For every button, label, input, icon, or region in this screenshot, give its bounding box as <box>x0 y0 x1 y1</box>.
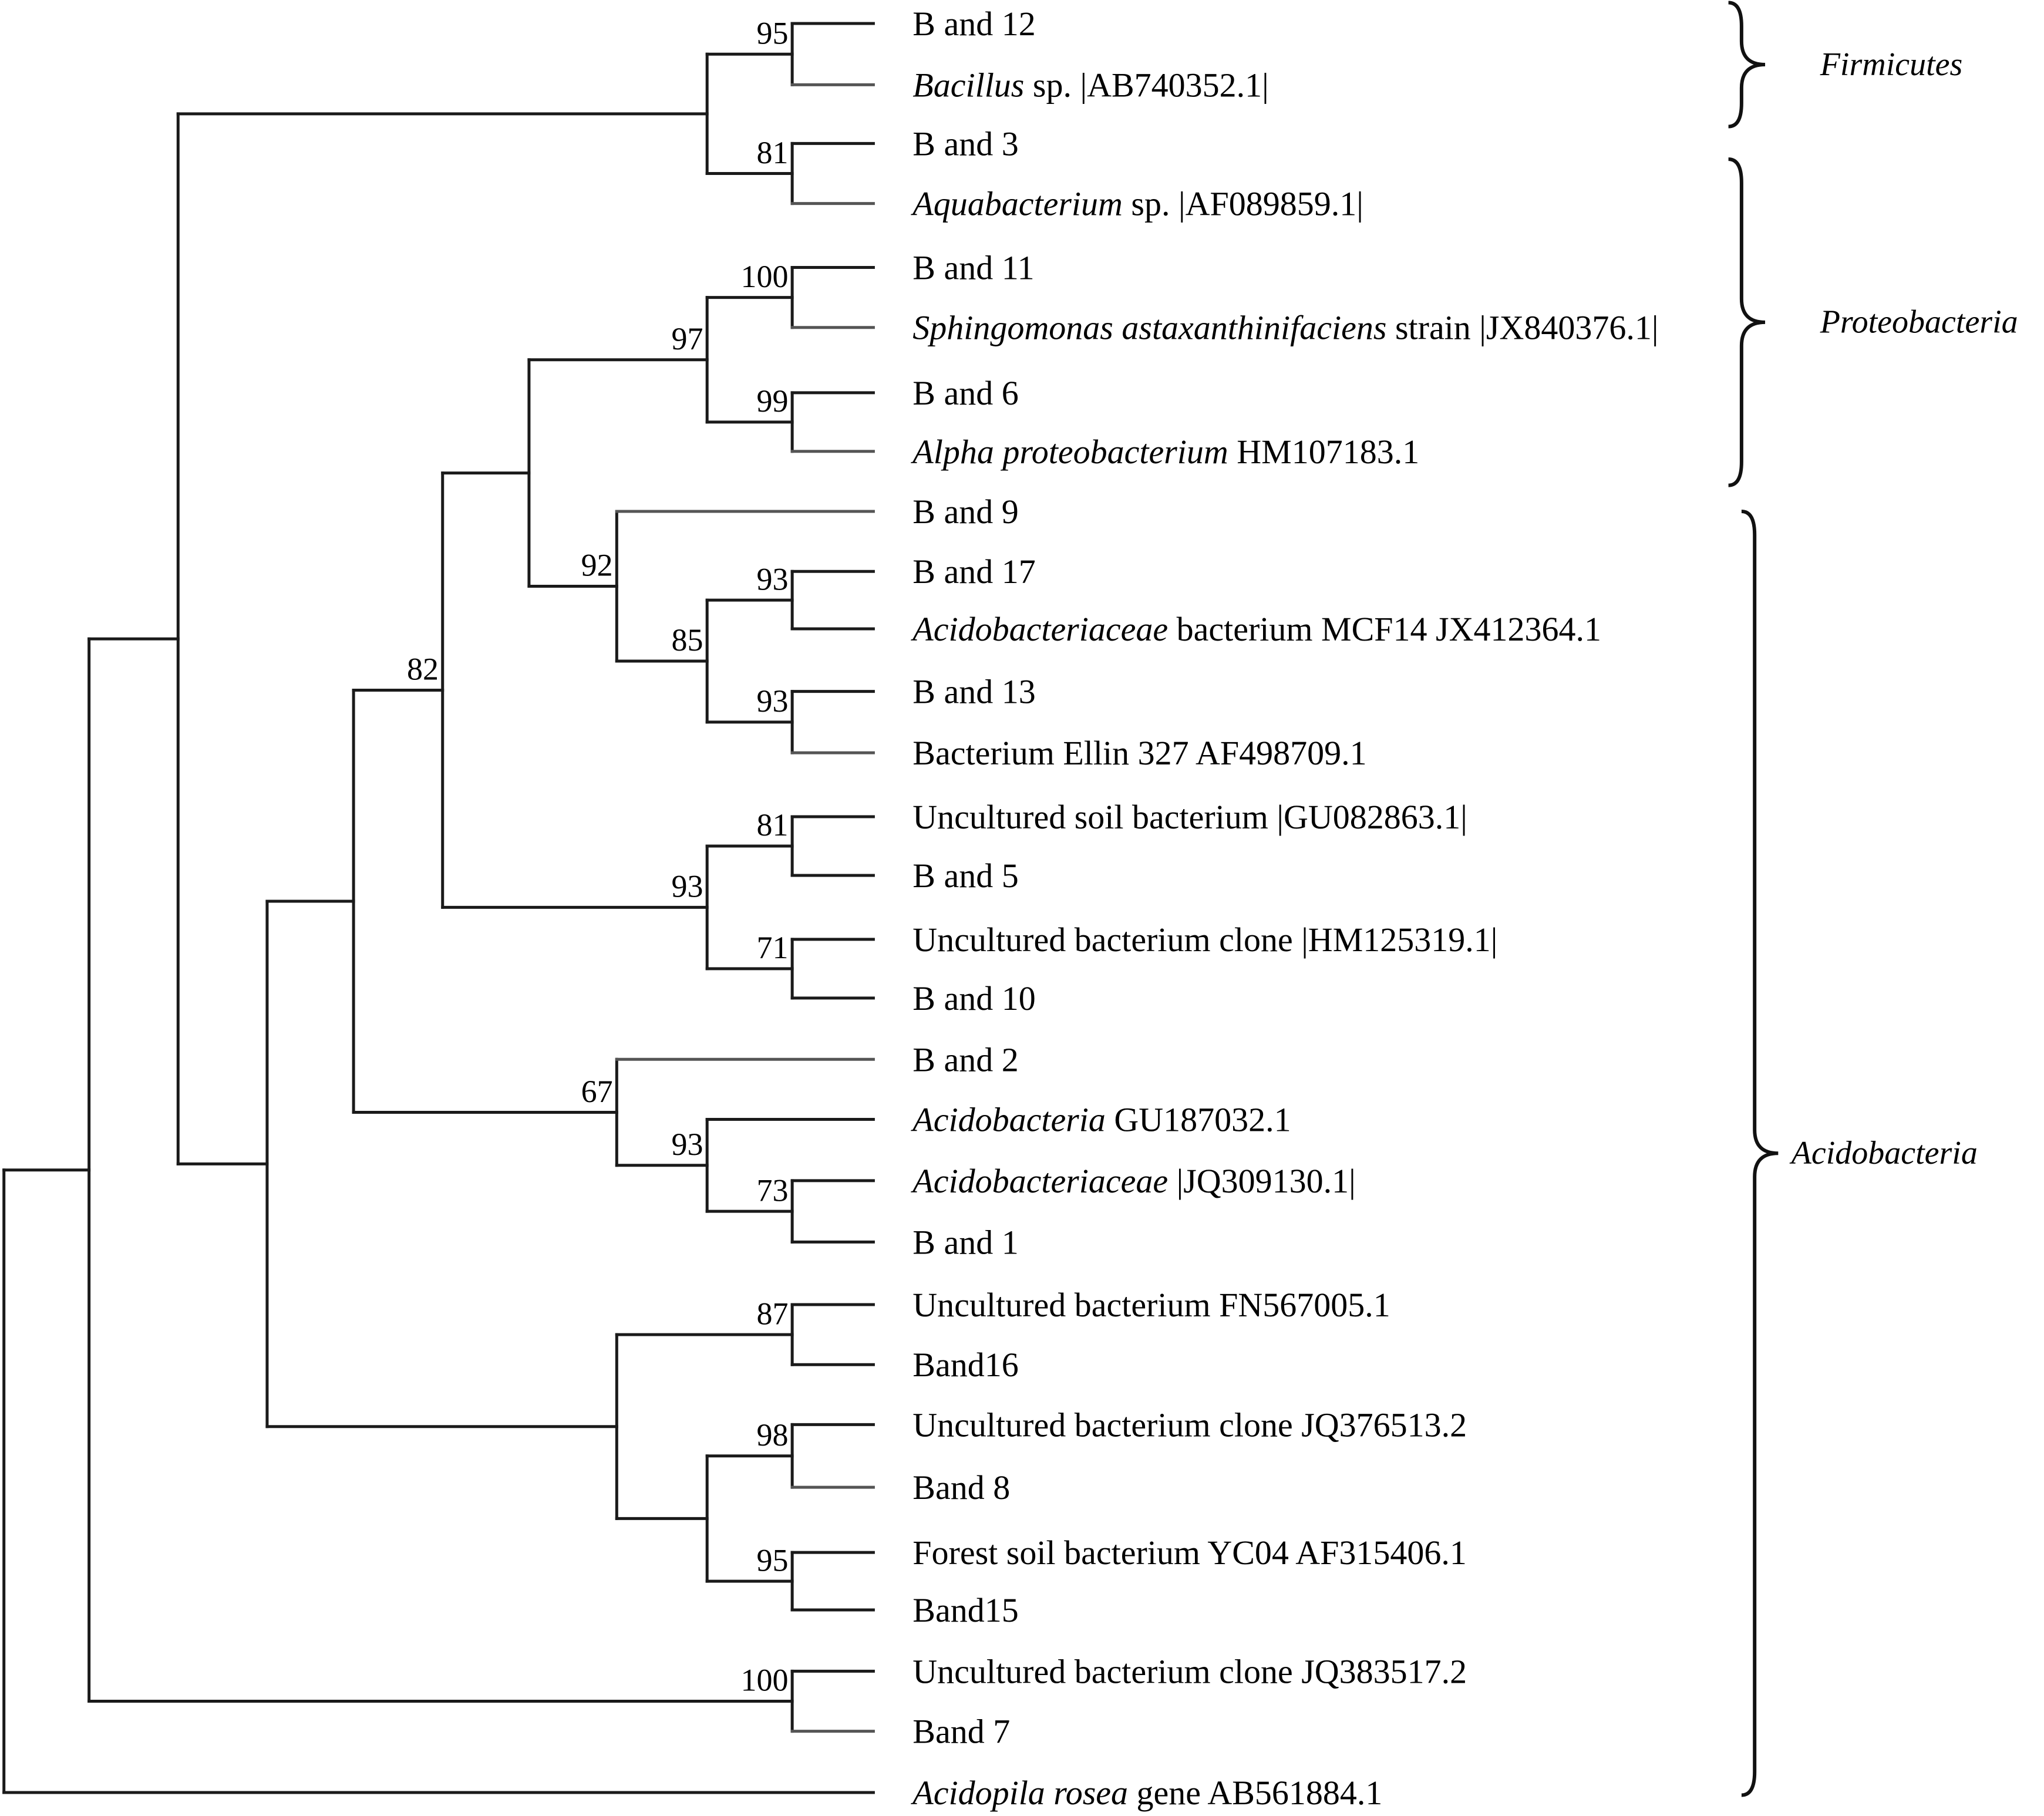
clade-brace <box>1741 510 1779 1797</box>
bootstrap-value: 95 <box>756 15 788 50</box>
label-text: sp. |AF089859.1| <box>1123 185 1363 223</box>
bootstrap-value: 100 <box>740 1663 788 1698</box>
leaf-label: B and 3 <box>912 124 1018 163</box>
leaf-label: Uncultured bacterium FN567005.1 <box>912 1286 1390 1324</box>
leaf-label: B and 1 <box>912 1223 1018 1261</box>
label-text: Uncultured bacterium clone JQ376513.2 <box>912 1406 1467 1444</box>
label-text: Uncultured bacterium clone JQ383517.2 <box>912 1652 1467 1690</box>
bootstrap-value: 71 <box>756 930 788 965</box>
bootstrap-value: 73 <box>756 1173 788 1208</box>
leaf-label: Acidobacteriaceae bacterium MCF14 JX4123… <box>910 610 1601 648</box>
label-text: B and 9 <box>912 493 1018 531</box>
leaf-label: Alpha proteobacterium HM107183.1 <box>910 433 1419 471</box>
leaf-label: B and 13 <box>912 673 1035 711</box>
leaf-label: B and 2 <box>912 1040 1018 1079</box>
bootstrap-value: 100 <box>740 259 788 294</box>
taxon-name-italic: Acidopila rosea <box>910 1774 1128 1812</box>
label-text: strain |JX840376.1| <box>1386 309 1658 347</box>
label-text: Band15 <box>912 1591 1018 1629</box>
leaf-label: Uncultured bacterium clone JQ376513.2 <box>912 1406 1467 1444</box>
leaf-label: B and 12 <box>912 5 1035 43</box>
leaf-label: Bacterium Ellin 327 AF498709.1 <box>912 734 1366 772</box>
label-text: Bacterium Ellin 327 AF498709.1 <box>912 734 1366 772</box>
label-text: Forest soil bacterium YC04 AF315406.1 <box>912 1534 1467 1572</box>
label-text: B and 3 <box>912 124 1018 163</box>
label-text: GU187032.1 <box>1106 1100 1291 1138</box>
label-text: gene AB561884.1 <box>1128 1774 1382 1812</box>
label-text: B and 10 <box>912 979 1035 1018</box>
label-text: Uncultured bacterium clone |HM125319.1| <box>912 921 1497 959</box>
leaf-label: Bacillus sp. |AB740352.1| <box>912 66 1268 104</box>
label-text: B and 6 <box>912 374 1018 412</box>
bootstrap-values: 95 81 100 99 97 93 93 85 92 81 71 93 82 73 93 67 87 98 95 1… <box>407 15 788 1697</box>
bootstrap-value: 81 <box>756 807 788 843</box>
taxon-name-italic: Bacillus <box>912 66 1024 104</box>
leaf-label: Band16 <box>912 1346 1018 1384</box>
label-text: B and 11 <box>912 249 1034 287</box>
leaf-label: B and 5 <box>912 857 1018 895</box>
label-text: Band 8 <box>912 1468 1010 1507</box>
taxon-name-italic: Acidobacteriaceae <box>910 1162 1168 1200</box>
clade-label: Acidobacteria <box>1789 1135 1978 1171</box>
label-text: Band 7 <box>912 1713 1010 1751</box>
leaf-label: B and 9 <box>912 493 1018 531</box>
taxon-name-italic: Acidobacteria <box>910 1100 1106 1138</box>
taxon-name-italic: Aquabacterium <box>910 185 1123 223</box>
taxon-name-italic: Acidobacteriaceae <box>910 610 1168 648</box>
taxon-name-italic: Alpha proteobacterium <box>910 433 1228 471</box>
leaf-label: Acidobacteria GU187032.1 <box>910 1100 1291 1138</box>
label-text: sp. |AB740352.1| <box>1024 66 1268 104</box>
leaf-label: Band 8 <box>912 1468 1010 1507</box>
label-text: B and 2 <box>912 1040 1018 1079</box>
leaf-label: Acidopila rosea gene AB561884.1 <box>910 1774 1382 1812</box>
label-text: B and 13 <box>912 673 1035 711</box>
leaf-label: Uncultured bacterium clone |HM125319.1| <box>912 921 1497 959</box>
bootstrap-value: 98 <box>756 1417 788 1453</box>
label-text: Uncultured soil bacterium |GU082863.1| <box>912 798 1467 836</box>
label-text: B and 12 <box>912 5 1035 43</box>
bootstrap-value: 82 <box>407 652 439 687</box>
label-text: bacterium MCF14 JX412364.1 <box>1168 610 1601 648</box>
label-text: Uncultured bacterium FN567005.1 <box>912 1286 1390 1324</box>
leaf-label: Forest soil bacterium YC04 AF315406.1 <box>912 1534 1467 1572</box>
leaf-label: Band 7 <box>912 1713 1010 1751</box>
leaf-label: Band15 <box>912 1591 1018 1629</box>
bootstrap-value: 95 <box>756 1542 788 1578</box>
clade-label: Proteobacteria <box>1820 304 2018 341</box>
bootstrap-value: 97 <box>672 321 703 356</box>
leaf-label: B and 6 <box>912 374 1018 412</box>
leaf-label: B and 11 <box>912 249 1034 287</box>
label-text: Band16 <box>912 1346 1018 1384</box>
label-text: B and 1 <box>912 1223 1018 1261</box>
bootstrap-value: 81 <box>756 135 788 170</box>
clade-label: Firmicutes <box>1820 46 1963 83</box>
bootstrap-value: 93 <box>672 869 703 904</box>
leaf-label: Uncultured soil bacterium |GU082863.1| <box>912 798 1467 836</box>
label-text: B and 17 <box>912 552 1035 591</box>
bootstrap-value: 92 <box>581 548 613 583</box>
leaf-label: Aquabacterium sp. |AF089859.1| <box>910 185 1363 223</box>
bootstrap-value: 93 <box>672 1127 703 1162</box>
leaf-label: Acidobacteriaceae |JQ309130.1| <box>910 1162 1356 1200</box>
label-text: |JQ309130.1| <box>1168 1162 1356 1200</box>
tree-branches <box>2 22 875 1794</box>
bootstrap-value: 85 <box>672 622 703 658</box>
taxon-name-italic: Sphingomonas astaxanthinifaciens <box>912 309 1386 347</box>
bootstrap-value: 93 <box>756 683 788 719</box>
label-text: B and 5 <box>912 857 1018 895</box>
leaf-label: B and 17 <box>912 552 1035 591</box>
label-text: HM107183.1 <box>1228 433 1419 471</box>
bootstrap-value: 93 <box>756 561 788 597</box>
clade-brace <box>1728 1 1766 129</box>
leaf-label: Uncultured bacterium clone JQ383517.2 <box>912 1652 1467 1690</box>
leaf-label: Sphingomonas astaxanthinifaciens strain … <box>912 309 1658 347</box>
bootstrap-value: 99 <box>756 383 788 419</box>
leaf-label: B and 10 <box>912 979 1035 1018</box>
clade-brace <box>1728 157 1766 487</box>
bootstrap-value: 67 <box>581 1074 613 1109</box>
bootstrap-value: 87 <box>756 1296 788 1331</box>
